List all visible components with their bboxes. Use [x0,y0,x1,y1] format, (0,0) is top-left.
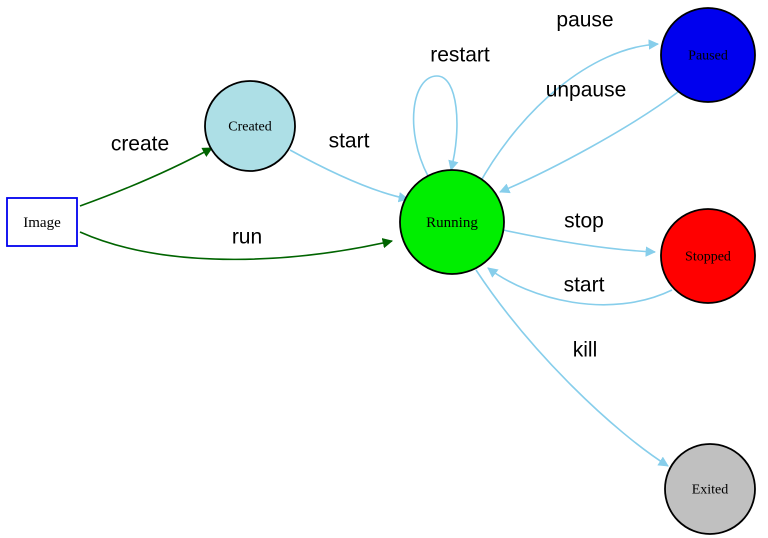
edge-start1[interactable] [289,149,410,203]
edge-unpause[interactable] [499,91,679,194]
edge-pause[interactable] [477,39,660,187]
node-shape-created [204,80,296,172]
edge-restart[interactable] [412,75,459,177]
node-paused[interactable]: Paused [660,7,756,103]
edge-label-stop: stop [564,210,604,233]
node-shape-stopped [660,208,756,304]
edge-label-start2: start [564,274,605,297]
edge-stop[interactable] [502,229,657,257]
edge-run[interactable] [79,231,394,261]
node-label-running: Running [426,215,478,231]
edge-label-unpause: unpause [546,79,627,102]
node-shape-image [6,197,78,247]
node-running[interactable]: Running [399,169,505,275]
node-exited[interactable]: Exited [664,443,756,535]
edge-label-pause: pause [556,9,613,32]
node-label-stopped: Stopped [685,250,731,265]
node-shape-running [399,169,505,275]
node-stopped[interactable]: Stopped [660,208,756,304]
node-shape-paused [660,7,756,103]
node-label-created: Created [228,120,272,135]
edge-label-kill: kill [573,339,598,362]
edge-label-run: run [232,226,262,249]
edge-create[interactable] [79,147,213,207]
edge-start2[interactable] [487,267,673,306]
edges-layer [79,39,679,467]
edge-label-create: create [111,133,169,156]
node-created[interactable]: Created [204,80,296,172]
edge-kill[interactable] [475,269,669,467]
node-label-exited: Exited [692,483,729,498]
edge-label-restart: restart [430,44,490,67]
edge-labels-layer: create run start restart pause unpause stop sta… [111,9,626,362]
node-shape-exited [664,443,756,535]
node-image[interactable]: Image [6,197,78,247]
node-label-paused: Paused [688,49,728,64]
node-label-image: Image [23,215,61,231]
edge-label-start1: start [329,130,370,153]
